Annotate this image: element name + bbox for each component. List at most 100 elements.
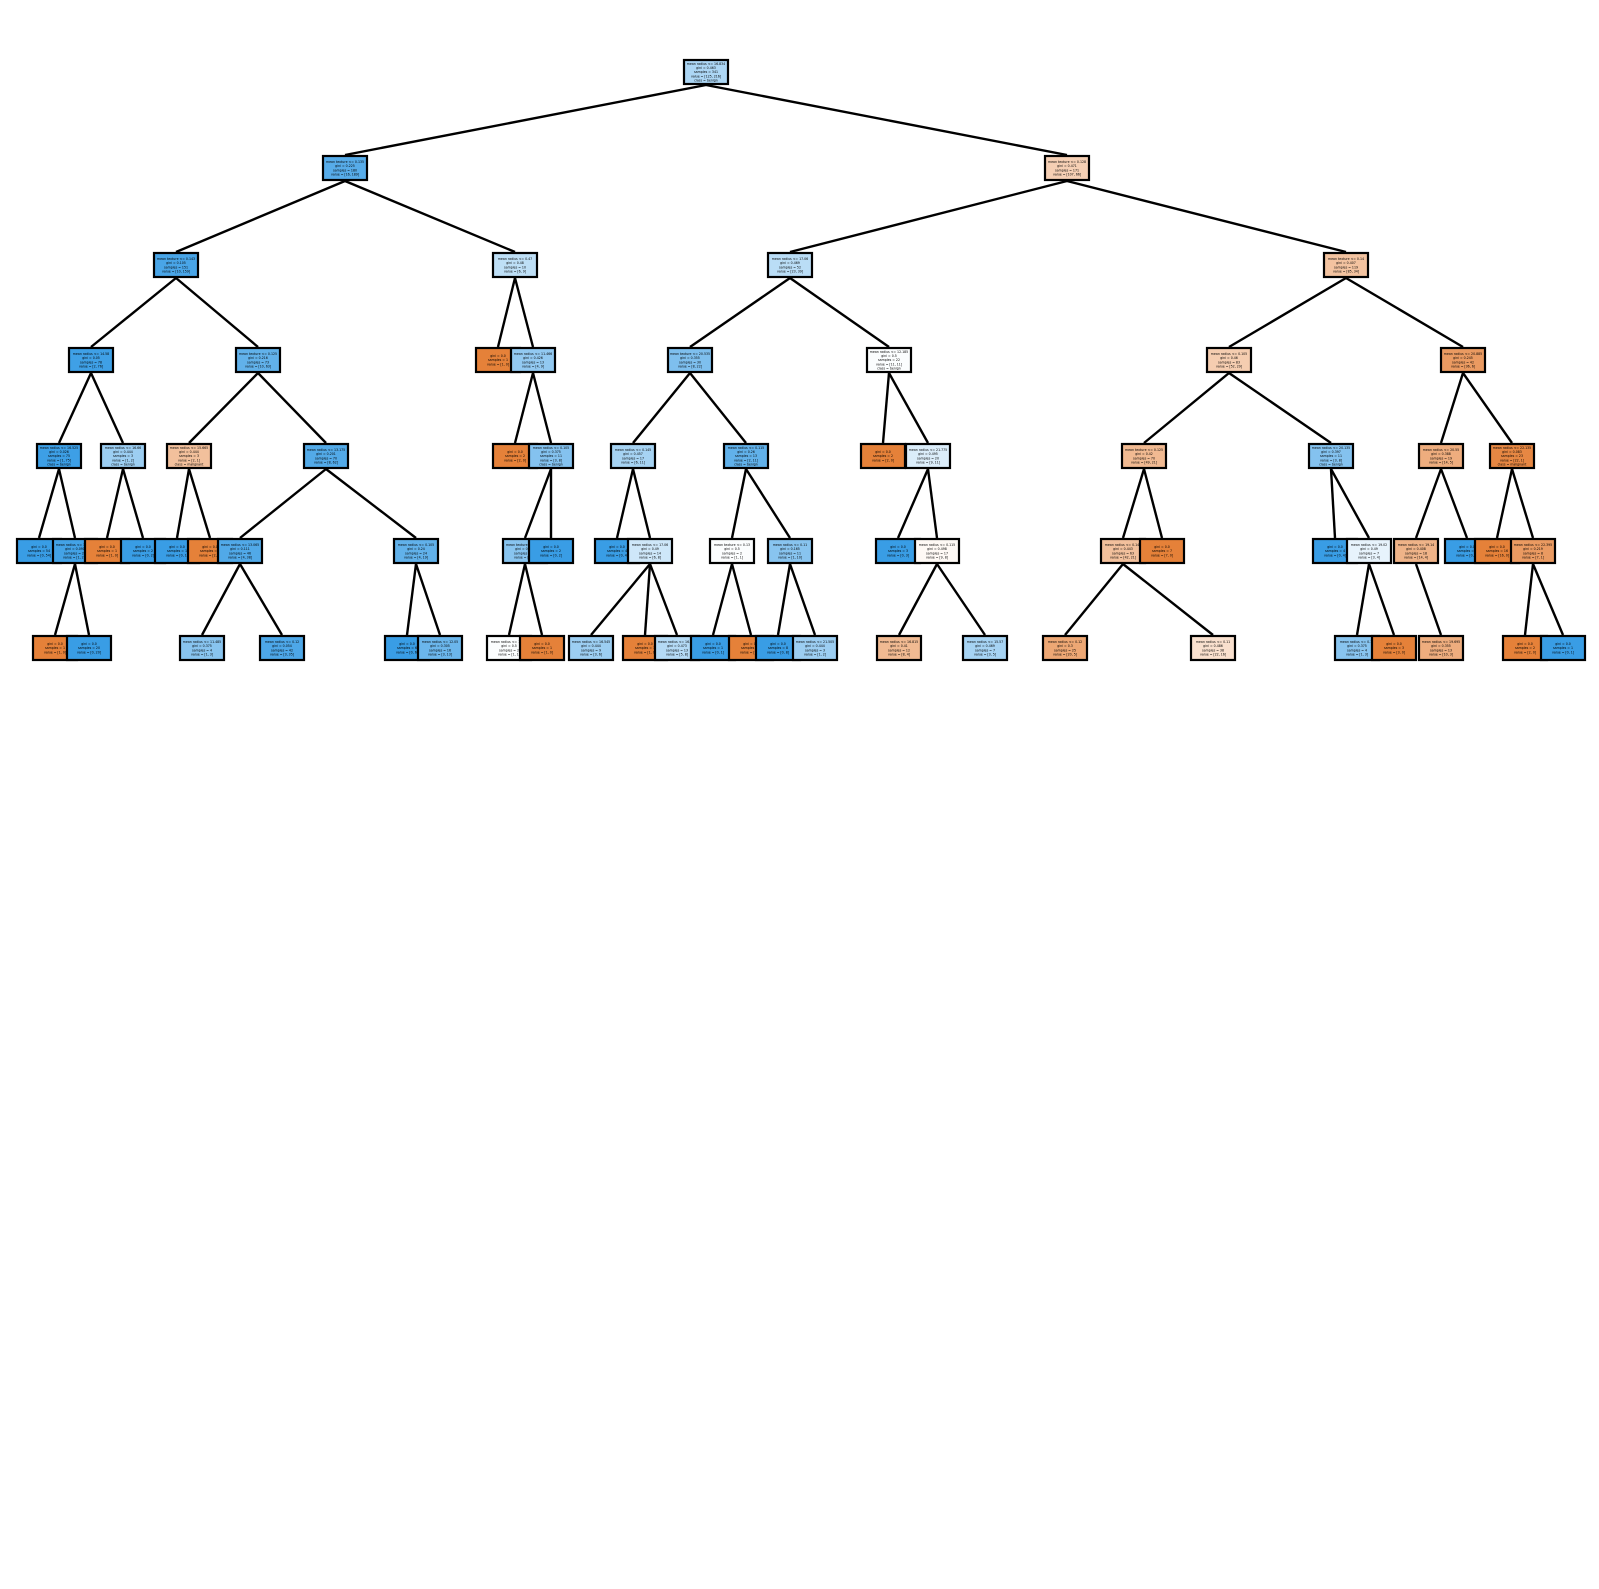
node-label: value = [1, 10] <box>778 555 802 559</box>
tree-edge <box>1329 468 1337 539</box>
node-label: value = [0, 4] <box>606 553 628 557</box>
node-label: value = [107, 66] <box>1053 172 1081 176</box>
node-label: samples = 12 <box>514 551 536 555</box>
node-label: value = [16, 0] <box>1485 553 1509 557</box>
tree-edge <box>531 372 553 444</box>
node-label: value = [1, 1] <box>498 652 520 656</box>
node-label: value = [1, 0] <box>96 553 118 557</box>
tree-edge <box>1531 563 1565 636</box>
node-box <box>1189 634 1237 662</box>
node-box <box>609 442 657 470</box>
node-label: gini = 0.0 <box>169 545 185 549</box>
node-label: value = [0, 2] <box>540 553 562 557</box>
node-label: samples = 16 <box>429 648 451 652</box>
tree-edge <box>789 179 1068 254</box>
node-label: gini = 0.46 <box>1220 356 1238 360</box>
node-label: samples = 19 <box>1430 456 1452 460</box>
tree-edge <box>496 277 517 348</box>
node-label: samples = 9 <box>581 648 601 652</box>
node-label: samples = 6 <box>397 646 417 650</box>
node-box <box>1501 634 1549 662</box>
node-label: mean texture <= 0.105 <box>506 543 544 547</box>
node-label: gini = 0.0 <box>770 642 786 646</box>
node-label: value = [2, 0] <box>199 553 221 557</box>
node-label: gini = 0.0 <box>743 642 759 646</box>
node-label: gini = 0.225 <box>335 164 355 168</box>
node-label: samples = 8 <box>1523 551 1543 555</box>
node-label: gini = 0.375 <box>1347 644 1367 648</box>
node-label: samples = 7 <box>975 648 995 652</box>
node-label: gini = 0.0 <box>1517 642 1533 646</box>
node-label: value = [14, 5] <box>1429 460 1453 464</box>
node-label: value = [0, 8] <box>767 650 789 654</box>
tree-edge <box>257 372 327 444</box>
tree-edge <box>1228 372 1332 444</box>
node-label: gini = 0.388 <box>1431 452 1451 456</box>
node-label: class = benign <box>47 462 71 466</box>
node-box <box>178 634 226 662</box>
tree-edge <box>57 372 93 444</box>
node-label: class = benign <box>694 78 718 82</box>
node-label: samples = 13 <box>666 648 688 652</box>
node-label: mean radius <= 0.12 <box>265 640 299 644</box>
node-label: samples = 1 <box>1553 646 1573 650</box>
node-label: value = [11, 11] <box>876 362 902 366</box>
node-label: gini = 0.469 <box>975 644 995 648</box>
node-label: value = [2, 0] <box>504 458 526 462</box>
node-label: gini = 0.48 <box>506 261 524 265</box>
node-label: gini = 0.0 <box>875 450 891 454</box>
node-label: mean radius <= 22.135 <box>1493 446 1531 450</box>
tree-edge <box>200 563 242 636</box>
tree-edge <box>887 372 930 444</box>
node-label: samples = 119 <box>1334 265 1358 269</box>
node-label: samples = 2 <box>1515 646 1535 650</box>
tree-edge <box>776 563 792 636</box>
node-box <box>392 537 440 565</box>
node-label: gini = 0.375 <box>541 450 561 454</box>
node-label: gini = 0.355 <box>680 356 700 360</box>
node-label: samples = 2 <box>133 549 153 553</box>
node-label: value = [6, 9] <box>504 269 526 273</box>
tree-edge <box>689 372 747 444</box>
node-box <box>518 634 566 662</box>
node-label: gini = 0.219 <box>1523 547 1543 551</box>
node-box <box>1322 251 1370 279</box>
node-label: samples = 17 <box>622 456 644 460</box>
node-label: gini = 0.444 <box>113 450 133 454</box>
node-box <box>67 346 115 374</box>
tree-edge <box>788 563 817 636</box>
node-label: value = [1, 3] <box>1346 652 1368 656</box>
node-label: samples = 52 <box>779 265 801 269</box>
tree-edge <box>121 468 145 539</box>
node-label: samples = 13 <box>1430 648 1452 652</box>
node-box <box>626 537 674 565</box>
node-box <box>708 537 756 565</box>
node-label: gini = 0.0 <box>1327 545 1343 549</box>
node-label: value = [3, 5] <box>974 652 996 656</box>
node-label: mean radius <= 16.66 <box>105 446 141 450</box>
tree-edge <box>1367 563 1396 636</box>
node-label: mean radius <= 0.145 <box>1105 543 1141 547</box>
tree-edge <box>1066 179 1347 254</box>
node-label: mean texture <= 0.143 <box>157 257 195 261</box>
tree-edge <box>1439 372 1465 444</box>
node-label: gini = 0.495 <box>918 452 938 456</box>
node-label: gini = 0.091 <box>65 547 85 551</box>
node-label: mean radius <= 17.06 <box>632 543 668 547</box>
tree-edge <box>89 372 125 444</box>
tree-edge <box>513 277 535 348</box>
node-label: samples = 1 <box>488 358 508 362</box>
